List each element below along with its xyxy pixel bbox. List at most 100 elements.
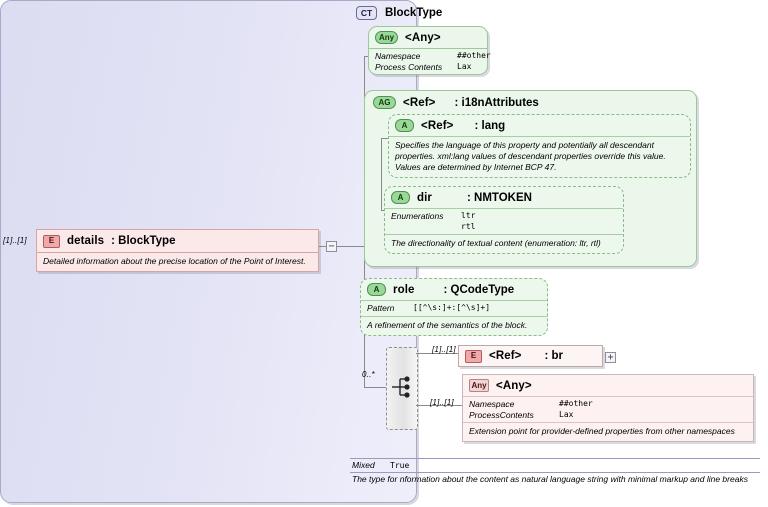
connector-spine bbox=[381, 138, 382, 210]
property-row: Namespace ##other bbox=[375, 51, 491, 62]
property-value: ##other bbox=[559, 399, 593, 408]
divider bbox=[350, 472, 760, 473]
connector-line bbox=[364, 56, 370, 57]
property-value: Lax bbox=[559, 409, 574, 419]
property-key: Namespace bbox=[375, 51, 421, 61]
connector-spine bbox=[364, 302, 365, 387]
details-cardinality: [1]..[1] bbox=[3, 236, 27, 245]
property-row: Enumerations ltr bbox=[391, 211, 617, 222]
mixed-key: Mixed bbox=[352, 460, 375, 470]
element-details-header: E details : BlockType bbox=[37, 230, 318, 252]
attribute-role-description: A refinement of the semantics of the blo… bbox=[367, 319, 528, 330]
element-details-description: Detailed information about the precise l… bbox=[43, 256, 306, 266]
property-row: ProcessContents Lax bbox=[469, 410, 747, 421]
divider bbox=[463, 422, 753, 423]
any-top-header: Any <Any> bbox=[369, 27, 487, 48]
property-key bbox=[391, 222, 461, 233]
any-bottom-box[interactable]: Any <Any> Namespace ##other ProcessConte… bbox=[462, 374, 754, 442]
attribute-role-header: A role : QCodeType bbox=[361, 279, 547, 300]
attribute-group-name: <Ref> bbox=[403, 96, 436, 109]
attribute-kind-icon: A bbox=[395, 119, 414, 132]
property-row: Namespace ##other bbox=[469, 399, 747, 410]
property-value: rtl bbox=[461, 221, 476, 231]
divider bbox=[463, 396, 753, 397]
property-key: Pattern bbox=[367, 303, 395, 313]
element-br-type: : br bbox=[544, 350, 563, 362]
element-br-box[interactable]: E <Ref> : br bbox=[458, 345, 603, 367]
any-kind-icon: Any bbox=[469, 379, 489, 392]
property-key: Namespace bbox=[469, 399, 515, 409]
any-bottom-header: Any <Any> bbox=[463, 375, 753, 396]
any-top-name: <Any> bbox=[405, 31, 441, 44]
attribute-role-type: : QCodeType bbox=[443, 283, 515, 296]
property-row: Process Contents Lax bbox=[375, 62, 481, 73]
connector-line bbox=[416, 353, 458, 354]
expand-toggle-br[interactable]: + bbox=[605, 352, 616, 363]
element-details-type: : BlockType bbox=[111, 235, 176, 247]
connector-line bbox=[381, 210, 384, 211]
connector-line bbox=[364, 387, 386, 388]
choice-cardinality: 0..* bbox=[362, 370, 375, 379]
divider bbox=[385, 208, 623, 209]
mixed-value: True bbox=[390, 461, 410, 470]
property-row: Pattern [[^\s:]+:[^\s]+] bbox=[367, 303, 541, 314]
property-value: [[^\s:]+:[^\s]+] bbox=[413, 303, 491, 312]
br-cardinality: [1]..[1] bbox=[432, 345, 456, 354]
element-br-name: <Ref> bbox=[489, 350, 522, 362]
connector-line bbox=[319, 246, 326, 247]
choice-connector-icon bbox=[392, 376, 410, 398]
any-bottom-name: <Any> bbox=[496, 379, 532, 392]
attribute-lang-type: : lang bbox=[474, 119, 506, 132]
property-key: Enumerations bbox=[391, 211, 444, 221]
element-details-box[interactable]: E details : BlockType Detailed informati… bbox=[36, 229, 319, 272]
any-bottom-cardinality: [1]..[1] bbox=[430, 398, 454, 407]
attribute-lang-header: A <Ref> : lang bbox=[389, 115, 690, 136]
any-kind-icon: Any bbox=[375, 31, 398, 44]
any-bottom-properties: Namespace ##other ProcessContents Lax bbox=[463, 397, 753, 422]
attribute-group-type: : i18nAttributes bbox=[454, 96, 539, 109]
property-row: rtl bbox=[391, 222, 617, 233]
element-details-name: details bbox=[67, 235, 105, 247]
element-br-header: E <Ref> : br bbox=[459, 346, 602, 366]
divider bbox=[350, 458, 760, 459]
attribute-kind-icon: A bbox=[391, 191, 410, 204]
any-top-properties: Namespace ##other Process Contents Lax bbox=[369, 49, 491, 74]
element-kind-icon: E bbox=[465, 349, 482, 363]
divider bbox=[389, 136, 690, 137]
property-value: ltr bbox=[461, 211, 476, 220]
property-key: ProcessContents bbox=[469, 409, 534, 420]
attributegroup-kind-icon: AG bbox=[373, 96, 396, 109]
divider bbox=[37, 252, 318, 253]
connector-line bbox=[381, 138, 388, 139]
complextype-header: CT BlockType bbox=[356, 6, 442, 20]
complextype-description: The type for nformation about the conten… bbox=[352, 474, 748, 484]
attribute-dir-box[interactable]: A dir : NMTOKEN Enumerations ltr rtl The… bbox=[384, 186, 624, 254]
complextype-kind-icon: CT bbox=[356, 6, 377, 20]
collapse-toggle-details[interactable]: − bbox=[326, 241, 337, 252]
attribute-role-properties: Pattern [[^\s:]+:[^\s]+] bbox=[361, 301, 547, 316]
attribute-role-box[interactable]: A role : QCodeType Pattern [[^\s:]+:[^\s… bbox=[360, 278, 548, 336]
attribute-group-header: AG <Ref> : i18nAttributes bbox=[365, 91, 696, 114]
property-value: ##other bbox=[457, 51, 491, 60]
divider bbox=[369, 48, 487, 49]
property-key: Process Contents bbox=[375, 61, 443, 72]
any-top-box[interactable]: Any <Any> Namespace ##other Process Cont… bbox=[368, 26, 491, 75]
attribute-dir-properties: Enumerations ltr rtl bbox=[385, 209, 623, 234]
attribute-lang-name: <Ref> bbox=[421, 119, 454, 132]
attribute-dir-name: dir bbox=[417, 191, 432, 204]
attribute-lang-box[interactable]: A <Ref> : lang Specifies the language of… bbox=[388, 114, 691, 178]
property-value: Lax bbox=[457, 61, 472, 71]
attribute-dir-type: : NMTOKEN bbox=[467, 191, 532, 204]
divider bbox=[361, 315, 547, 317]
attribute-role-name: role bbox=[393, 283, 415, 296]
complextype-name: BlockType bbox=[385, 7, 443, 19]
connector-line bbox=[337, 246, 364, 247]
attribute-dir-header: A dir : NMTOKEN bbox=[385, 187, 623, 208]
mixed-property-row: Mixed True bbox=[352, 460, 756, 471]
divider bbox=[385, 234, 623, 235]
attribute-lang-description: Specifies the language of this property … bbox=[395, 140, 666, 172]
element-kind-icon: E bbox=[43, 234, 60, 248]
attribute-dir-description: The directionality of textual content (e… bbox=[391, 238, 601, 248]
choice-connector[interactable] bbox=[386, 347, 418, 430]
